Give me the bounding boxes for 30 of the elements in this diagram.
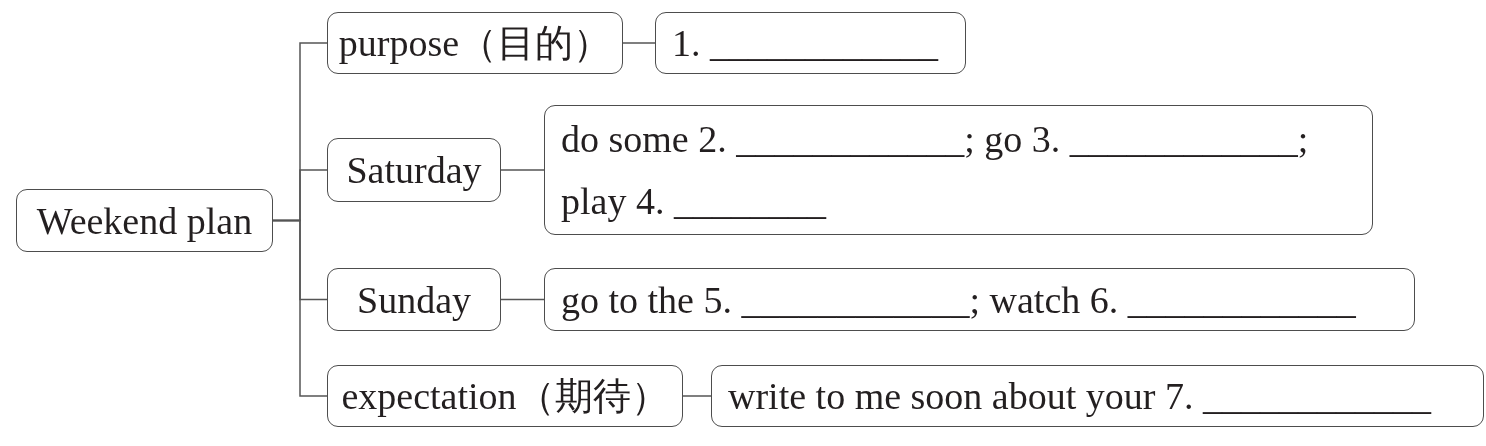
category-label: expectation（期待） xyxy=(341,374,669,419)
connector-line xyxy=(272,219,328,397)
category-label: purpose（目的） xyxy=(338,21,612,66)
fill-in-line: ____________ xyxy=(710,22,938,64)
connector-line xyxy=(622,42,656,44)
category-box xyxy=(327,12,623,74)
fill-in-line: ____________ xyxy=(736,118,965,160)
prompt-text: do some 2. ____________; go 3. ____________; play 4. ________ xyxy=(561,117,1310,224)
category-label: Saturday xyxy=(346,148,482,193)
connector-line xyxy=(500,169,545,171)
fill-in-line: ________ xyxy=(673,180,826,222)
category-box xyxy=(327,138,501,202)
fill-in-line: ____________ xyxy=(1127,278,1356,321)
fill-in-line: ____________ xyxy=(741,278,970,321)
topic-label: Weekend plan xyxy=(36,198,253,244)
prompt-text: 1. ____________ xyxy=(672,21,938,66)
category-box xyxy=(327,268,501,331)
fill-in-line: ____________ xyxy=(1202,375,1431,417)
detail-box xyxy=(655,12,966,74)
connector-line xyxy=(682,395,712,397)
category-box xyxy=(327,365,683,427)
detail-box xyxy=(711,365,1484,427)
topic-box xyxy=(16,189,273,252)
prompt-text: write to me soon about your 7. ____________ xyxy=(728,374,1431,419)
fill-in-line: ____________ xyxy=(1069,118,1298,160)
connector-line xyxy=(500,298,545,301)
category-label: Sunday xyxy=(357,277,471,323)
detail-box xyxy=(544,105,1373,235)
prompt-text: go to the 5. ____________; watch 6. ____________ xyxy=(561,277,1356,323)
detail-box xyxy=(544,268,1415,331)
